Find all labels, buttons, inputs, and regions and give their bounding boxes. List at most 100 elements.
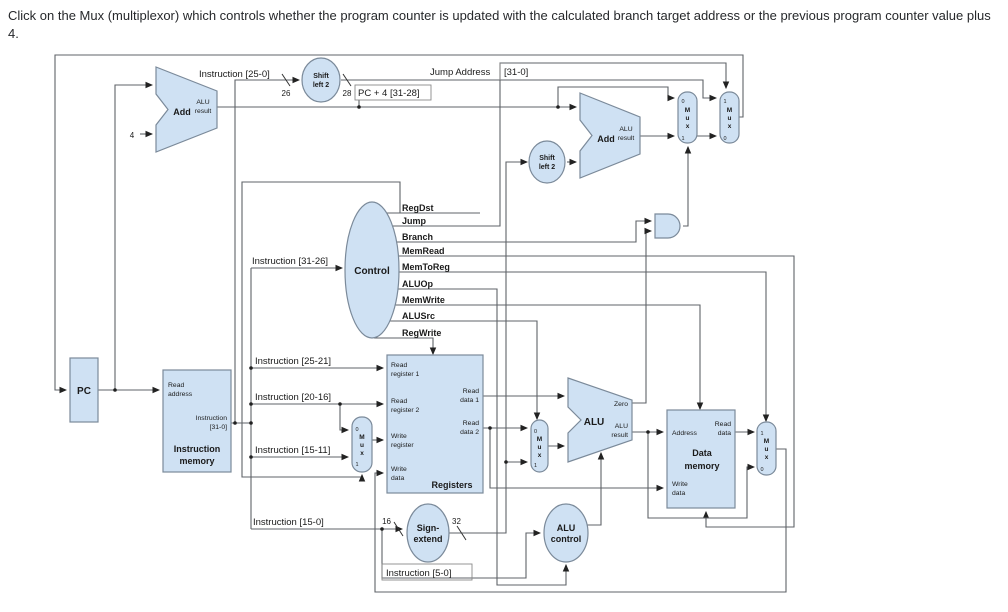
alu-zero: Zero [614, 401, 628, 408]
wire-pc-write [54, 54, 744, 394]
label-instr25-0: Instruction [25-0] [199, 69, 270, 80]
wire-instr25-0 [234, 76, 301, 423]
wire-signext-out [449, 158, 529, 534]
label-width28: 28 [343, 89, 352, 98]
slash-32 [456, 525, 467, 541]
mux-jump-port-top: 1 [724, 99, 727, 105]
wire-memread [398, 255, 795, 528]
label-instr5-0: Instruction [5-0] [386, 568, 451, 579]
box-pc4-3128 [354, 84, 432, 101]
imem-instruction-out: Instruction[31-0] [196, 415, 228, 431]
signal-jump: Jump [402, 216, 427, 226]
label-instr25-21: Instruction [25-21] [255, 356, 331, 367]
signal-regwrite: RegWrite [402, 328, 441, 338]
signal-memwrite: MemWrite [402, 295, 445, 305]
wire-regwrite [374, 337, 437, 356]
mux-alusrc-port-top: 0 [534, 429, 537, 435]
wire-regdst [241, 181, 401, 482]
label-width32: 32 [452, 517, 461, 526]
control-unit[interactable]: Control [344, 201, 400, 339]
question-text: Click on the Mux (multiplexor) which con… [8, 8, 991, 41]
wire-memwrite [394, 304, 704, 411]
dmem-address: Address [672, 430, 698, 437]
mux-memtoreg-port-bottom: 0 [761, 467, 764, 473]
wire-alusrc [389, 320, 541, 421]
wires [54, 54, 795, 593]
box-instr5-0 [381, 563, 473, 581]
label-instr20-16: Instruction [20-16] [255, 392, 331, 403]
signal-branch: Branch [402, 232, 433, 242]
label-jump-bits: [31-0] [504, 67, 528, 78]
pc-register[interactable]: PC [69, 357, 99, 423]
wire-writeback [374, 448, 787, 593]
control-label: Control [354, 266, 390, 277]
signal-alusrc: ALUSrc [402, 311, 435, 321]
label-jump-address: Jump Address [430, 67, 490, 78]
mux-branch-port-bottom: 1 [682, 136, 685, 142]
slash-26 [281, 73, 291, 87]
label-width16: 16 [382, 517, 391, 526]
signal-memread: MemRead [402, 246, 445, 256]
signal-memtoreg: MemToReg [402, 262, 450, 272]
pc-label: PC [77, 386, 91, 397]
slash-16 [393, 521, 404, 537]
label-instr15-0: Instruction [15-0] [253, 517, 324, 528]
bus-labels: Instruction [25-0] 26 28 PC + 4 [31-28] … [130, 63, 528, 581]
wire-jump-address [341, 79, 718, 102]
label-instr31-26: Instruction [31-26] [252, 256, 328, 267]
sign-extend[interactable]: Sign-extend [406, 503, 450, 563]
mux-alusrc-port-bottom: 1 [534, 463, 537, 469]
label-instr15-11: Instruction [15-11] [255, 445, 330, 456]
wire-aluresult-mux5 [647, 432, 756, 519]
wire-zero [632, 227, 653, 404]
and-gate[interactable] [654, 213, 681, 239]
wire-and-out [683, 145, 692, 227]
mux-regdst-port-top: 0 [356, 427, 359, 433]
wire-aluop [397, 288, 570, 586]
mux-branch-port-top: 0 [682, 99, 685, 105]
label-const4: 4 [130, 131, 135, 140]
wire-pc4-to-mux [557, 86, 676, 107]
wire-instr20-16-mux [339, 404, 350, 434]
wire-memtoreg [398, 271, 770, 423]
signal-aluop: ALUOp [402, 279, 433, 289]
wire-instr5-0 [381, 529, 542, 579]
mux-memtoreg-port-top: 1 [761, 431, 764, 437]
mux-regdst-port-bottom: 1 [356, 462, 359, 468]
wire-pc-to-add [114, 81, 154, 390]
label-width26: 26 [282, 89, 291, 98]
